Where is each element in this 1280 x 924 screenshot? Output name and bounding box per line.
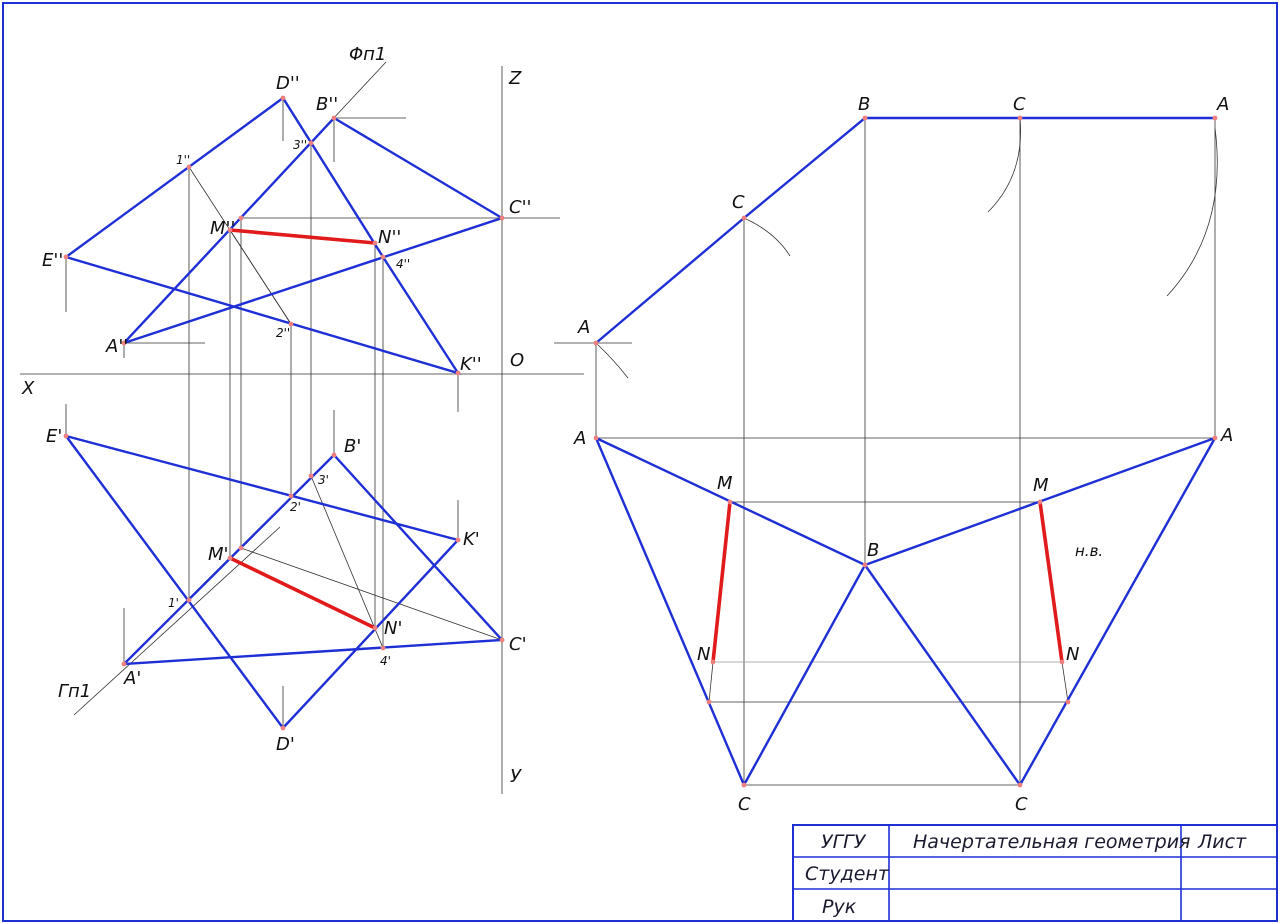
label-point3-horizontal: 3' <box>318 473 329 487</box>
label-d-frontal: D'' <box>276 73 300 94</box>
label-k-horizontal: K' <box>463 529 480 550</box>
hidden-lines <box>65 142 459 665</box>
title-block-subject: Начертательная геометрия <box>913 831 1190 853</box>
label-point1-horizontal: 1' <box>168 596 179 610</box>
label-n-right: N <box>1066 644 1079 665</box>
label-point3-frontal: 3'' <box>293 138 307 152</box>
label-m-left: M <box>717 473 733 494</box>
label-m-horizontal: M' <box>208 544 228 565</box>
intersection-line-horizontal <box>228 556 377 630</box>
label-c-top: C <box>1013 94 1026 115</box>
label-d-horizontal: D' <box>276 734 295 755</box>
label-a-mid: A <box>577 317 590 338</box>
development-edges <box>594 116 1217 788</box>
label-point4-frontal: 4'' <box>396 257 410 271</box>
label-a-left: A <box>573 428 586 449</box>
development-points <box>593 115 1218 788</box>
projection-points <box>63 95 505 731</box>
title-block <box>792 824 1278 922</box>
label-a-horizontal: A' <box>123 668 141 689</box>
label-point1-frontal: 1'' <box>176 153 190 167</box>
label-gamma-trace: Гп1 <box>58 681 91 702</box>
label-n-horizontal: N' <box>384 618 402 639</box>
title-block-org: УГГУ <box>821 831 867 853</box>
label-point2-frontal: 2'' <box>276 326 290 340</box>
label-m-right: M <box>1033 475 1049 496</box>
label-c-bottom-right: C <box>1015 794 1028 815</box>
label-c-frontal: C'' <box>509 197 531 218</box>
label-m-frontal: M'' <box>210 218 235 239</box>
label-c-horizontal: C' <box>509 634 527 655</box>
label-phi-trace: Φп1 <box>349 44 386 65</box>
label-b-center: B <box>867 540 879 561</box>
label-b-top: B <box>858 94 870 115</box>
label-axis-z: Z <box>508 68 522 89</box>
label-e-frontal: E'' <box>42 250 63 271</box>
label-a-top: A <box>1216 94 1229 115</box>
title-block-sheet: Лист <box>1197 831 1247 853</box>
label-true-length: н.в. <box>1075 542 1103 560</box>
label-point4-horizontal: 4' <box>380 654 391 668</box>
label-n-frontal: N'' <box>378 227 401 248</box>
title-block-student: Студент <box>805 863 890 885</box>
label-point2-horizontal: 2' <box>290 500 301 514</box>
development-construction-lines <box>554 117 1218 786</box>
true-length-segment-left <box>711 500 732 664</box>
label-axis-y: У <box>510 766 522 787</box>
label-b-frontal: B'' <box>316 94 338 115</box>
label-a-frontal: A'' <box>105 336 128 357</box>
intersection-line-frontal <box>228 228 377 245</box>
label-e-horizontal: E' <box>46 426 62 447</box>
label-a-right: A <box>1220 425 1233 446</box>
true-length-segment-right <box>1038 500 1064 664</box>
label-k-frontal: K'' <box>460 354 482 375</box>
title-block-supervisor: Рук <box>822 896 857 918</box>
label-axis-x: X <box>21 378 35 399</box>
label-c-bottom-left: C <box>738 794 751 815</box>
label-b-horizontal: B' <box>344 436 361 457</box>
label-origin: O <box>510 350 524 371</box>
label-n-left: N <box>697 644 710 665</box>
label-c-mid: C <box>732 192 745 213</box>
projection-construction-lines <box>20 61 584 794</box>
